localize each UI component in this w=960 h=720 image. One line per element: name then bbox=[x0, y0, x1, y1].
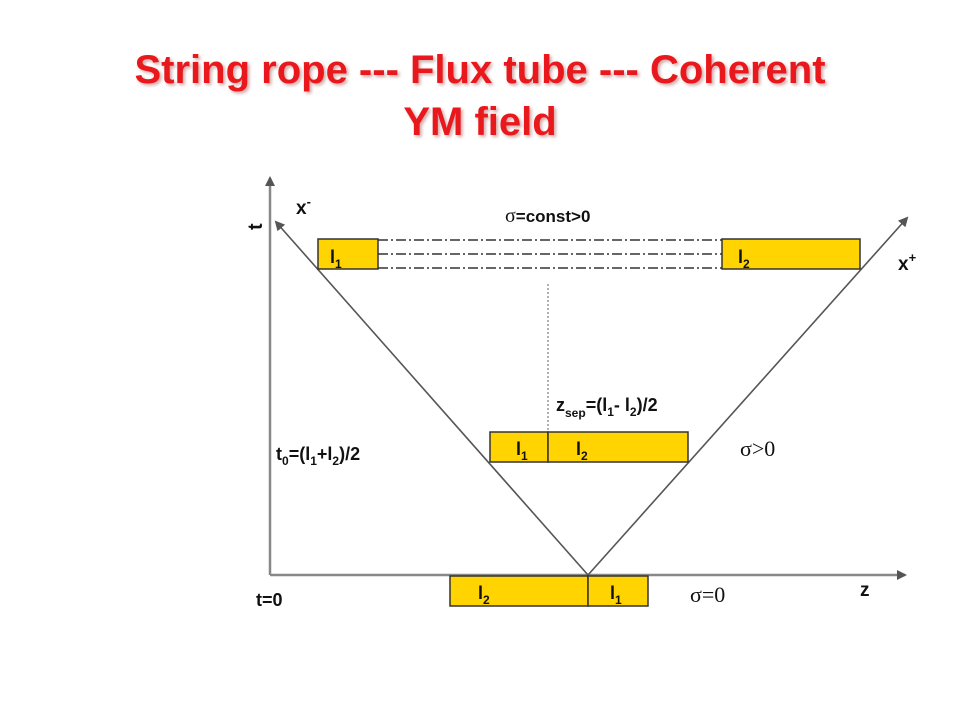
sigma-zero-label: σ=0 bbox=[690, 582, 725, 607]
tube-l1-top-label: l1 bbox=[330, 247, 342, 271]
tube-l1-bottom-label: l1 bbox=[610, 583, 622, 607]
x-minus-label: x- bbox=[296, 194, 311, 219]
zsep-formula: zsep=(l1- l2)/2 bbox=[556, 395, 658, 420]
tube-l2-top-label: l2 bbox=[738, 247, 750, 271]
tube-l2-bottom-label: l2 bbox=[478, 583, 490, 607]
tube-l1-top bbox=[317, 238, 379, 270]
slide-title: String rope --- Flux tube --- Coherent Y… bbox=[0, 44, 960, 148]
tube-l2-mid bbox=[547, 431, 689, 463]
sigma-positive-label: σ>0 bbox=[740, 436, 775, 461]
title-line-1: String rope --- Flux tube --- Coherent bbox=[134, 48, 826, 92]
t-axis-label: t bbox=[245, 223, 267, 230]
tube-l1-bottom bbox=[587, 575, 649, 607]
tube-l2-mid-label: l2 bbox=[576, 439, 588, 463]
x-plus-label: x+ bbox=[898, 250, 917, 275]
dash-dot-flux-lines bbox=[378, 239, 722, 269]
tube-l1-mid-label: l1 bbox=[516, 439, 528, 463]
z-axis-label: z bbox=[860, 580, 870, 601]
t0-formula: t0=(l1+l2)/2 bbox=[276, 444, 360, 468]
sigma-const-label: σ=const>0 bbox=[505, 205, 590, 227]
title-line-2: YM field bbox=[403, 100, 557, 144]
x-minus-line bbox=[274, 220, 589, 576]
tube-l2-top bbox=[721, 238, 861, 270]
tube-l1-mid bbox=[489, 431, 549, 463]
tube-l2-bottom bbox=[449, 575, 589, 607]
t-zero-label: t=0 bbox=[256, 590, 283, 610]
x-plus-line bbox=[587, 216, 909, 576]
